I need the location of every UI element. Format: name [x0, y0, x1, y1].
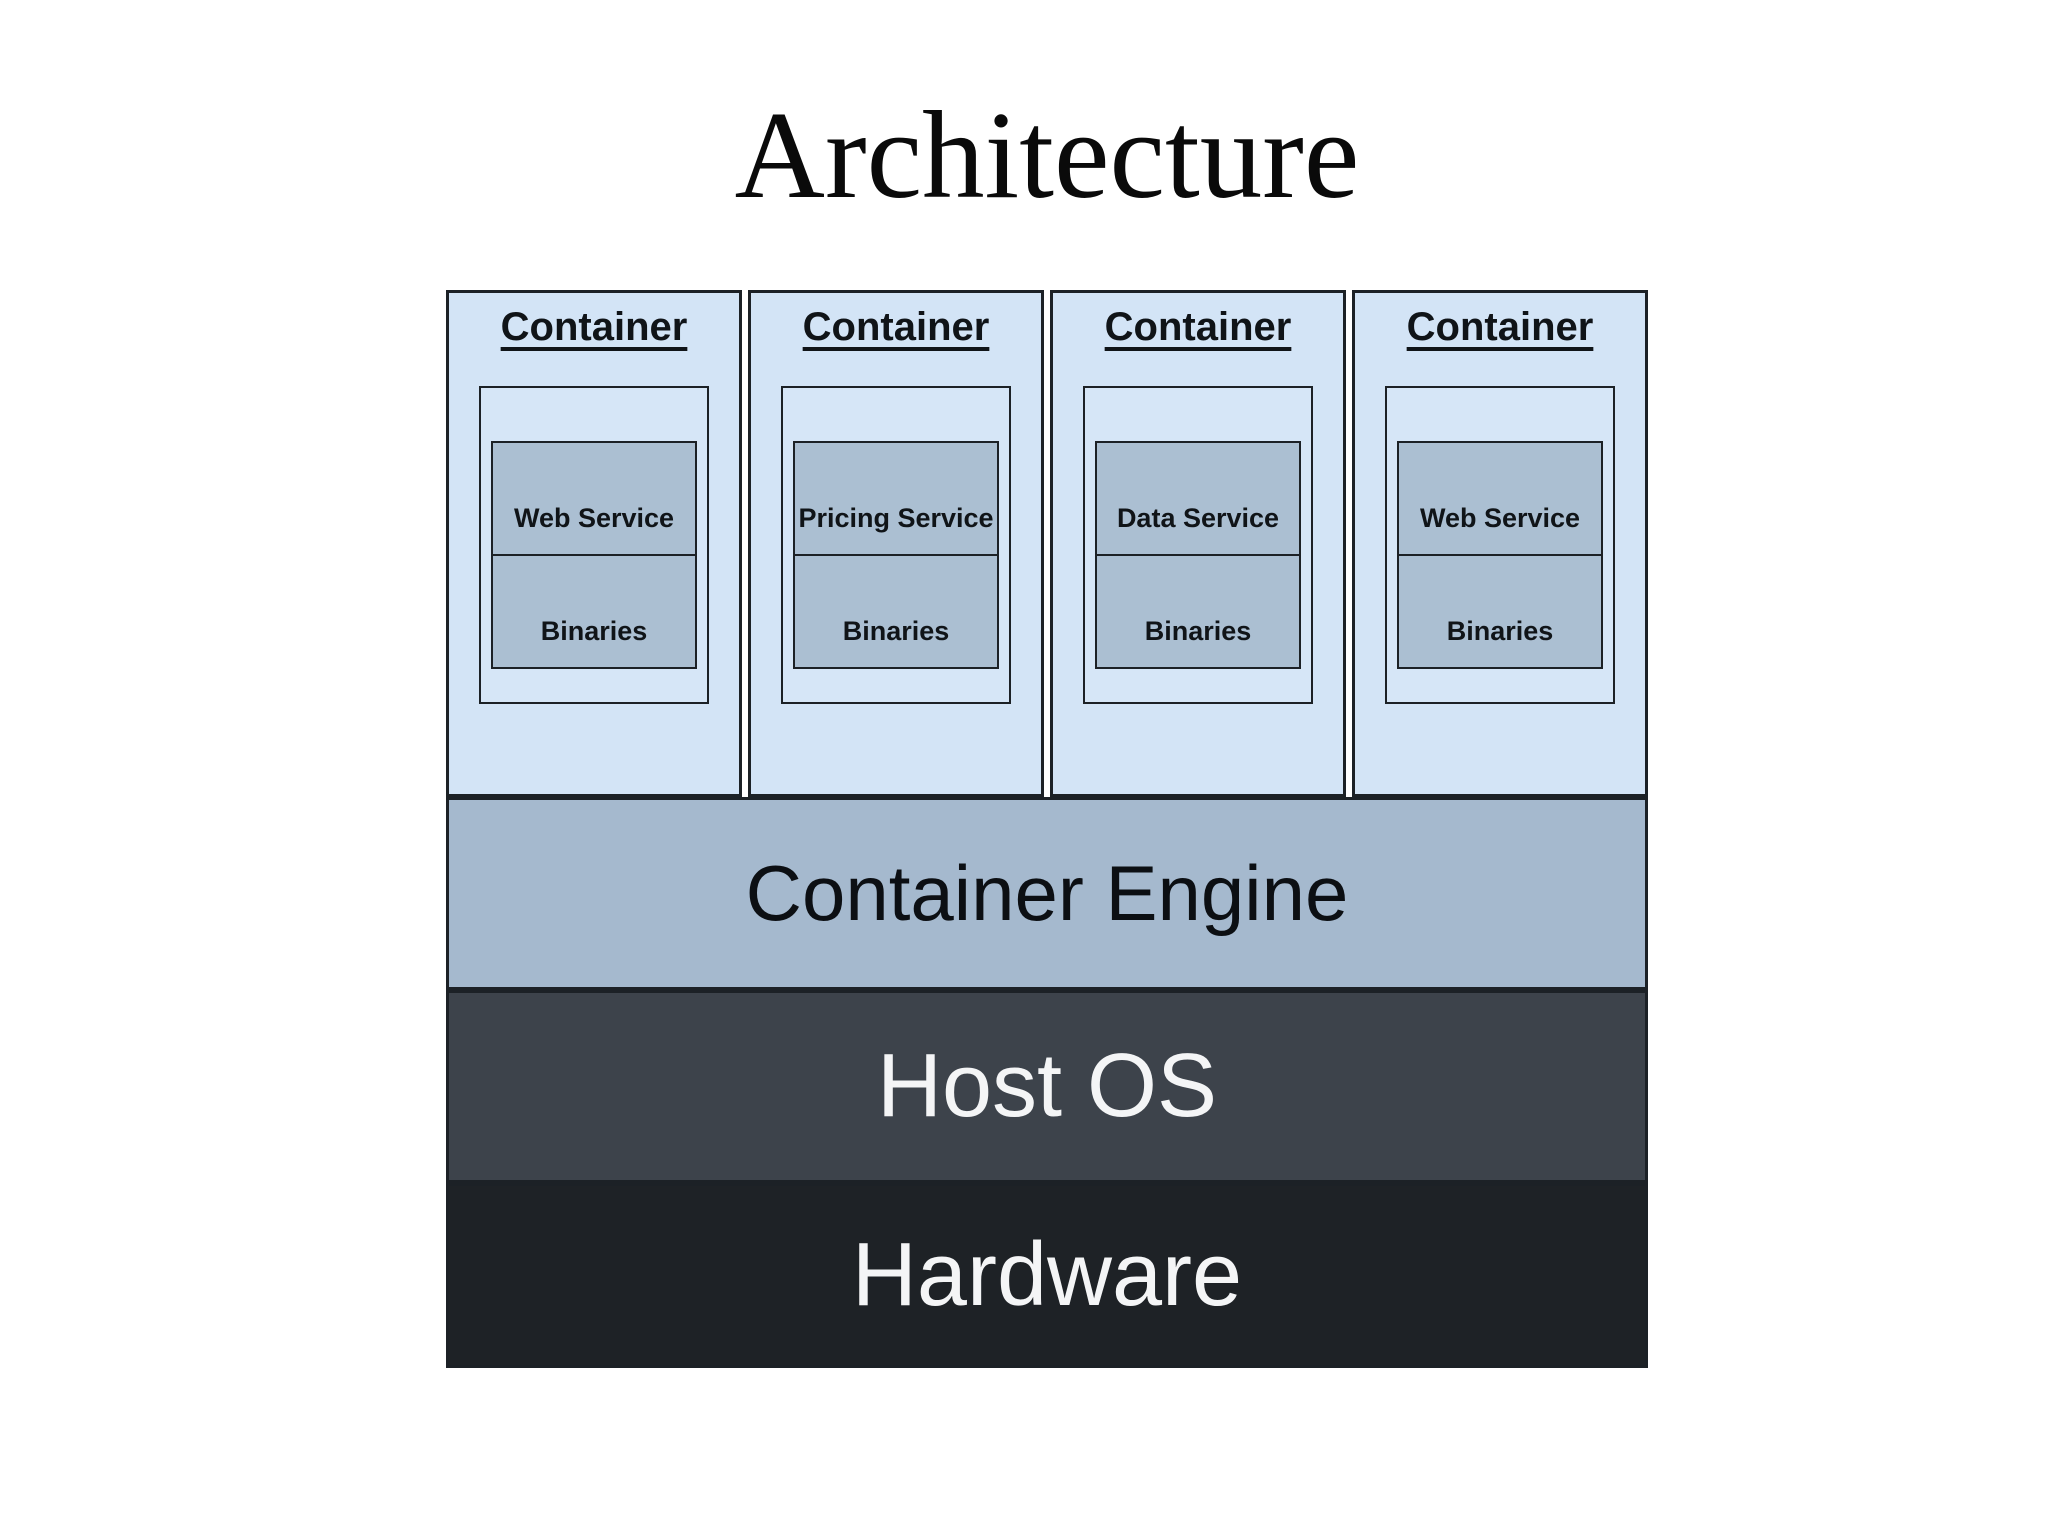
architecture-diagram: Container Web Service Binaries Container…	[446, 290, 1648, 1368]
service-stack: Web Service Binaries	[1397, 441, 1603, 669]
container-title: Container	[802, 305, 990, 349]
page-title: Architecture	[734, 87, 1360, 225]
container-title: Container	[500, 305, 688, 349]
service-stack: Web Service Binaries	[491, 441, 697, 669]
container-title: Container	[1104, 305, 1292, 349]
binaries-cell: Binaries	[1399, 556, 1601, 667]
service-stack: Data Service Binaries	[1095, 441, 1301, 669]
container-inner-box: Web Service Binaries	[479, 386, 709, 704]
hardware-layer: Hardware	[446, 1183, 1648, 1368]
service-cell: Data Service	[1097, 443, 1299, 556]
binaries-cell: Binaries	[493, 556, 695, 667]
container-box-2: Container Pricing Service Binaries	[748, 290, 1044, 797]
service-cell: Web Service	[1399, 443, 1601, 556]
hardware-label: Hardware	[851, 1225, 1243, 1325]
host-os-label: Host OS	[876, 1036, 1218, 1136]
binaries-cell: Binaries	[1097, 556, 1299, 667]
service-cell: Pricing Service	[795, 443, 997, 556]
container-box-4: Container Web Service Binaries	[1352, 290, 1648, 797]
service-stack: Pricing Service Binaries	[793, 441, 999, 669]
container-box-1: Container Web Service Binaries	[446, 290, 742, 797]
container-engine-layer: Container Engine	[446, 797, 1648, 990]
container-inner-box: Data Service Binaries	[1083, 386, 1313, 704]
host-os-layer: Host OS	[446, 990, 1648, 1183]
containers-row: Container Web Service Binaries Container…	[446, 290, 1648, 797]
container-inner-box: Web Service Binaries	[1385, 386, 1615, 704]
service-cell: Web Service	[493, 443, 695, 556]
container-engine-label: Container Engine	[745, 849, 1349, 937]
container-box-3: Container Data Service Binaries	[1050, 290, 1346, 797]
container-inner-box: Pricing Service Binaries	[781, 386, 1011, 704]
container-title: Container	[1406, 305, 1594, 349]
binaries-cell: Binaries	[795, 556, 997, 667]
